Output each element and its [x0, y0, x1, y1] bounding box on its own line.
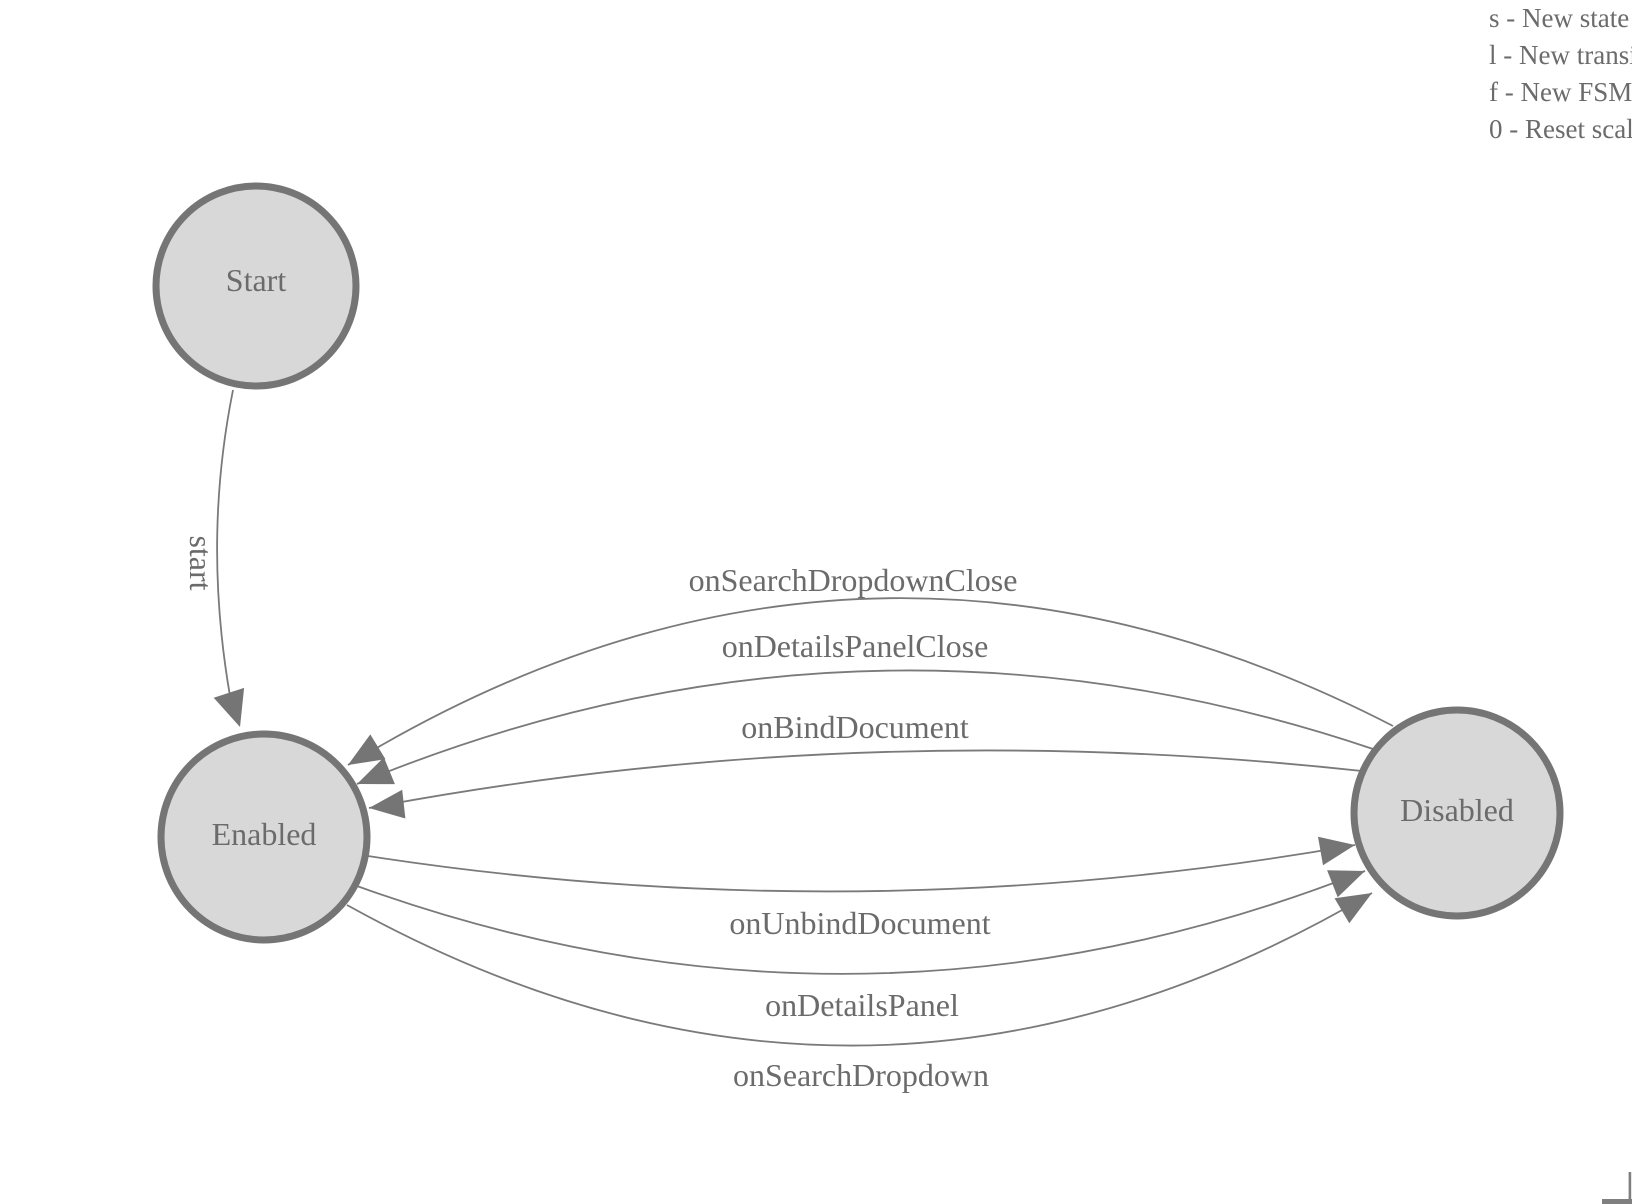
edge-label-onSearchDropdownClose: onSearchDropdownClose	[689, 562, 1018, 598]
legend-line-reset-scale: 0 - Reset scale	[1489, 114, 1632, 144]
transition-onDetailsPanelClose	[356, 669, 1374, 785]
legend-line-new-fsm: f - New FSM	[1489, 77, 1632, 107]
transition-onUnbindDocument	[367, 844, 1356, 893]
state-enabled-label: Enabled	[212, 816, 317, 852]
edge-label-start: start	[183, 535, 219, 590]
state-start[interactable]: Start	[152, 182, 360, 390]
legend-line-new-state: s - New state	[1489, 3, 1629, 33]
corner-mark-vertical	[1628, 1172, 1632, 1200]
edge-label-onBindDocument: onBindDocument	[741, 709, 969, 745]
arrowhead-onBindDocument	[369, 789, 406, 819]
state-start-label: Start	[226, 262, 287, 298]
state-disabled-circle[interactable]	[1350, 706, 1564, 920]
edge-path-onBindDocument	[368, 749, 1363, 809]
transition-onSearchDropdownClose	[347, 597, 1394, 766]
edge-path-onSearchDropdownClose	[347, 597, 1394, 766]
state-enabled[interactable]: Enabled	[157, 730, 371, 944]
legend-line-new-transition: l - New transition	[1489, 40, 1632, 70]
transition-onSearchDropdown	[346, 892, 1373, 1047]
transition-onDetailsPanel	[356, 870, 1366, 975]
edge-path-onDetailsPanel	[356, 870, 1366, 975]
edge-label-onSearchDropdown: onSearchDropdown	[733, 1057, 989, 1093]
arrowhead-start-to-enabled	[213, 687, 245, 727]
arrowhead-onSearchDropdownClose	[348, 734, 386, 765]
edge-path-onSearchDropdown	[346, 892, 1373, 1047]
corner-mark-horizontal	[1602, 1199, 1632, 1204]
edge-label-onDetailsPanel: onDetailsPanel	[765, 987, 959, 1023]
state-enabled-circle[interactable]	[157, 730, 371, 944]
edge-label-onUnbindDocument: onUnbindDocument	[729, 905, 990, 941]
edge-path-onDetailsPanelClose	[356, 669, 1374, 785]
edge-label-onDetailsPanelClose: onDetailsPanelClose	[722, 628, 989, 664]
state-disabled[interactable]: Disabled	[1350, 706, 1564, 920]
shortcuts-legend: s - New state l - New transition f - New…	[1489, 3, 1632, 144]
state-disabled-label: Disabled	[1400, 792, 1514, 828]
transition-start	[216, 389, 234, 697]
state-start-circle[interactable]	[152, 182, 360, 390]
transition-onBindDocument	[368, 749, 1363, 809]
arrowhead-onUnbindDocument	[1318, 836, 1355, 866]
arrowhead-onSearchDropdown	[1334, 893, 1372, 924]
edge-path-onUnbindDocument	[367, 844, 1356, 893]
edge-path-start	[216, 389, 234, 697]
canvas-corner-mark	[1602, 1172, 1632, 1204]
arrowhead-onDetailsPanelClose	[357, 757, 395, 785]
arrowhead-onDetailsPanel	[1327, 870, 1365, 898]
